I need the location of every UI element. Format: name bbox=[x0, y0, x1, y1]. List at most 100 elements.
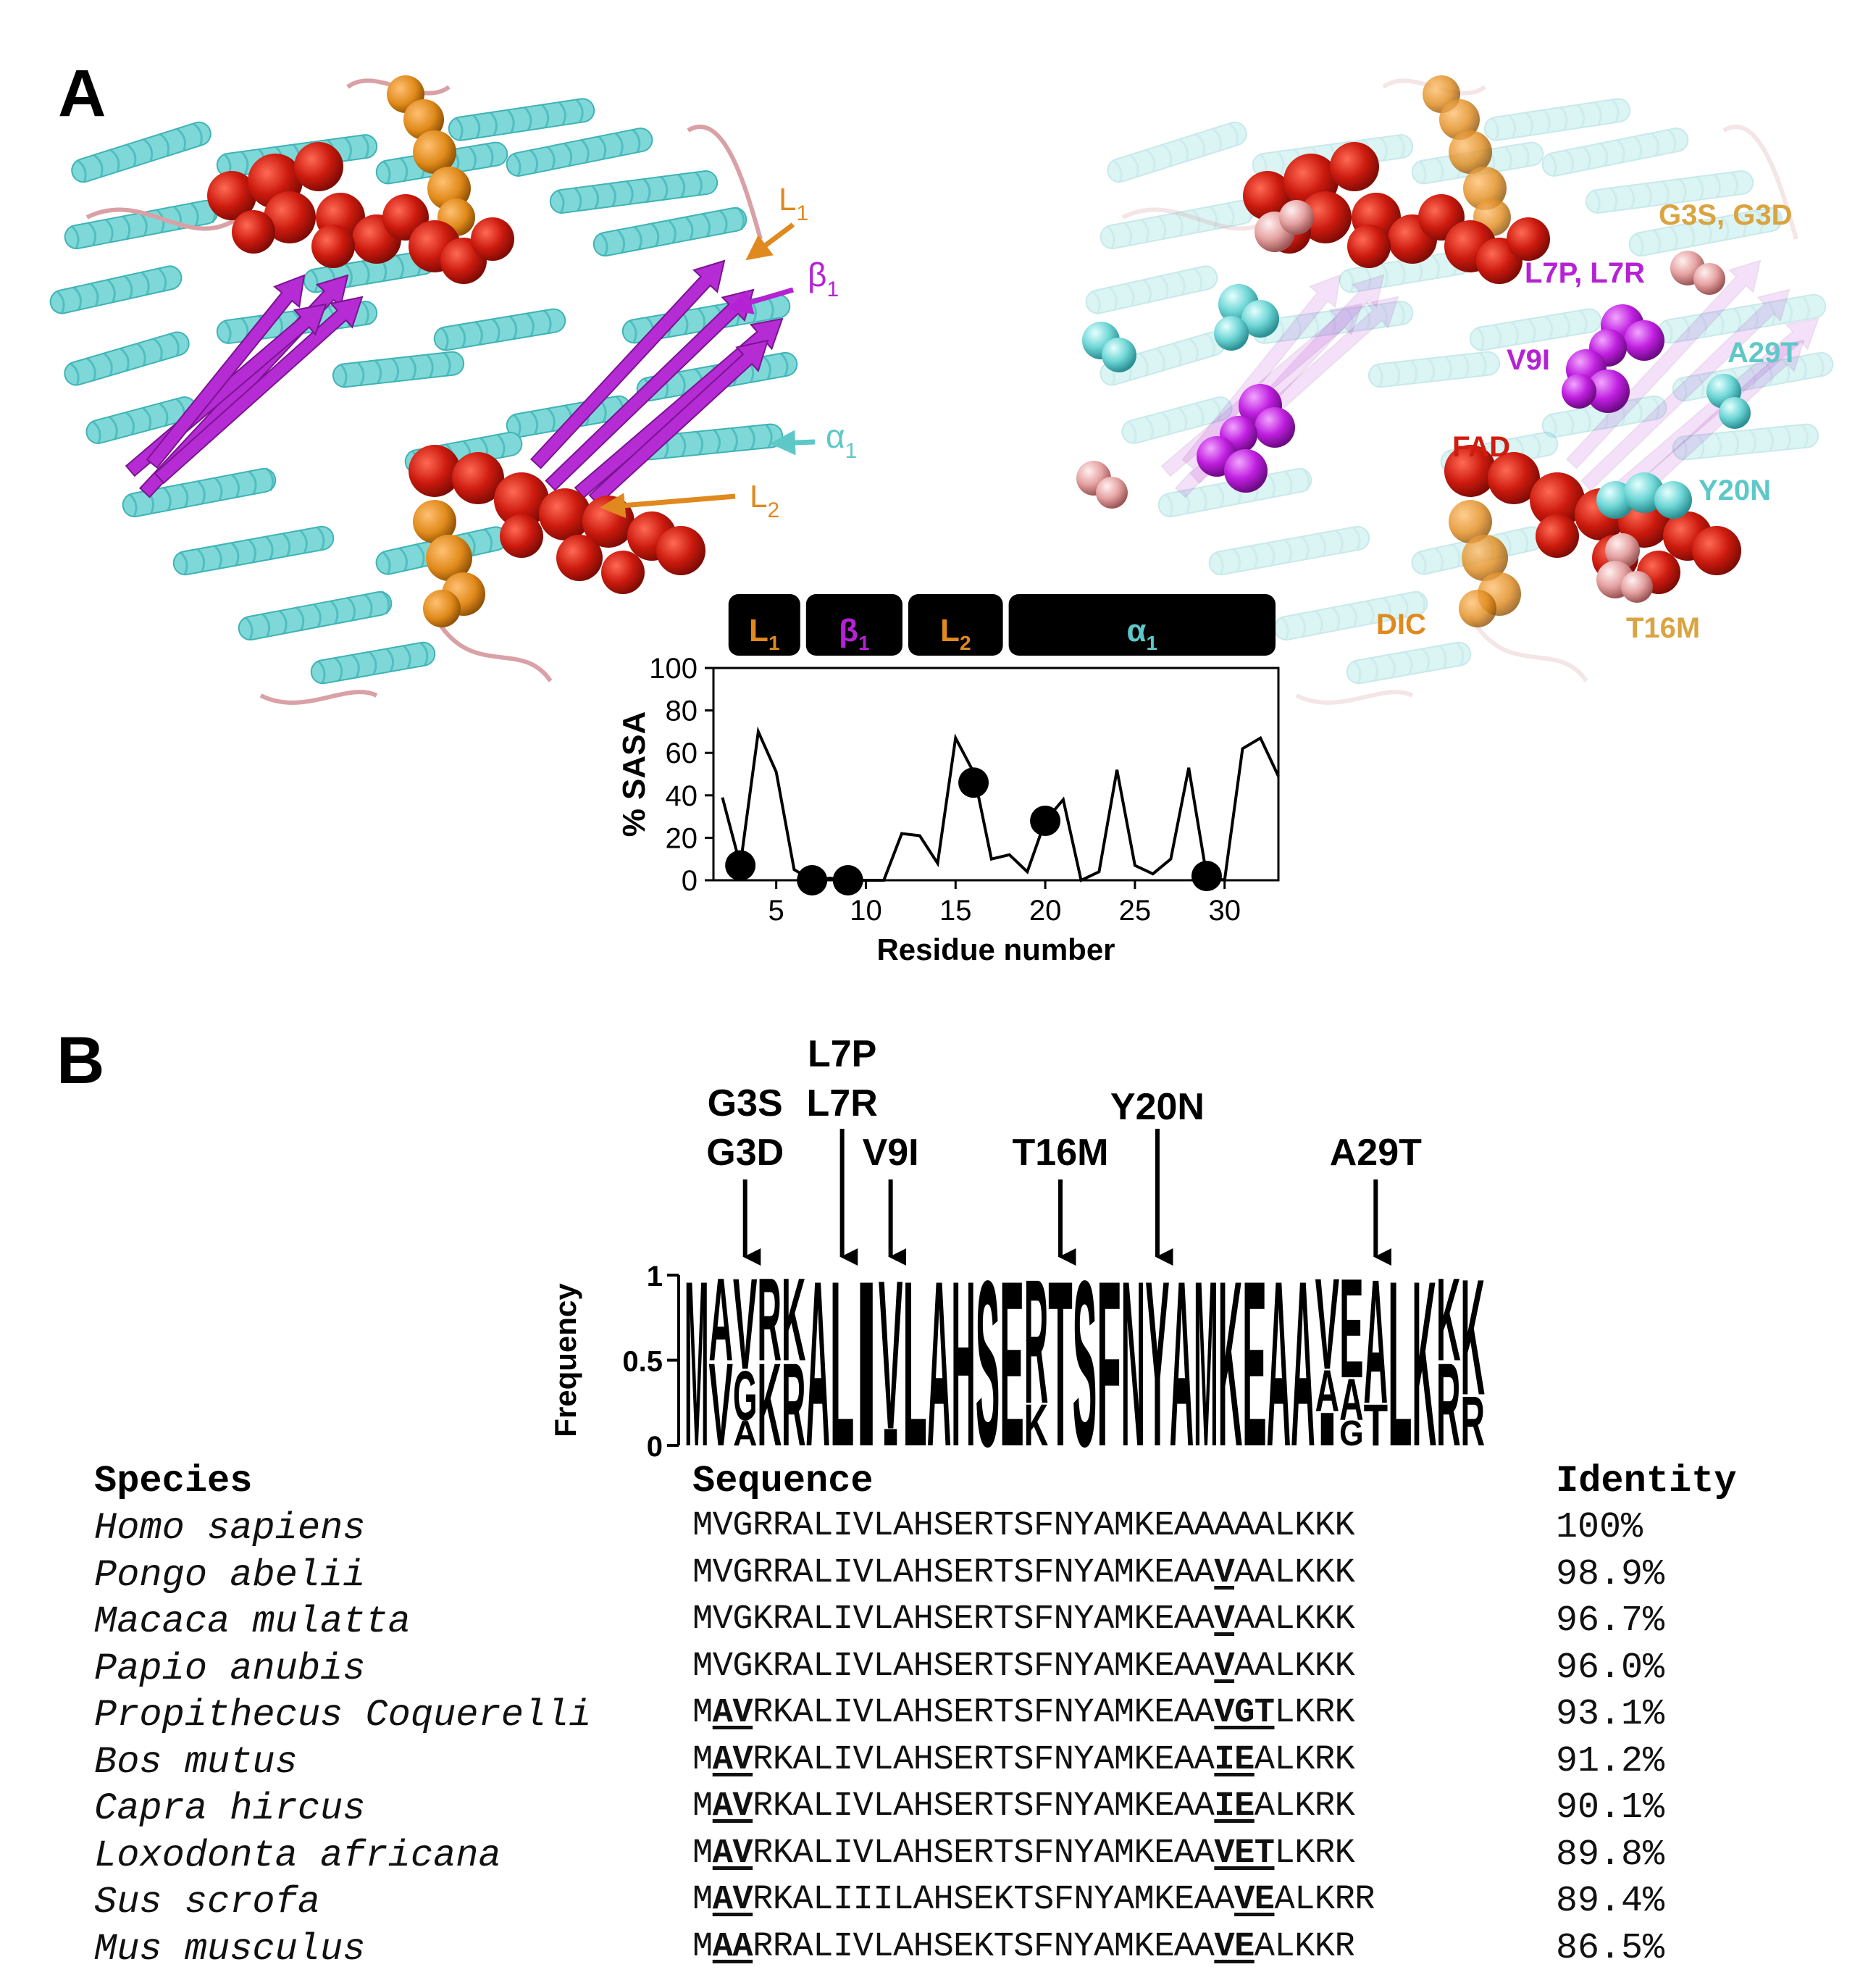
svg-text:R: R bbox=[1024, 1242, 1048, 1440]
helix bbox=[85, 396, 197, 444]
logo-letter: G bbox=[733, 1356, 757, 1434]
helix bbox=[1346, 641, 1472, 685]
fad-atom bbox=[264, 191, 316, 243]
dic-atom bbox=[413, 130, 456, 174]
helix bbox=[448, 98, 595, 141]
loop bbox=[259, 690, 378, 705]
dic-atom bbox=[413, 500, 456, 543]
logo-letter: G bbox=[1339, 1413, 1363, 1453]
logo-ylabel: Frequency bbox=[548, 1283, 582, 1437]
logo-letter: A bbox=[708, 1253, 732, 1385]
loop bbox=[432, 614, 553, 682]
logo-letter: Y bbox=[1145, 1231, 1169, 1495]
label-a29t: A29T bbox=[1727, 337, 1798, 369]
y-tick-label: 80 bbox=[666, 696, 698, 727]
y-tick-label: 0 bbox=[682, 865, 698, 897]
fad-atom bbox=[232, 210, 275, 254]
loop bbox=[1468, 614, 1588, 682]
plot-frame bbox=[712, 667, 1280, 882]
logo-letter: L bbox=[902, 1231, 926, 1495]
fad-atom bbox=[500, 514, 543, 558]
helix bbox=[49, 265, 183, 314]
logo-letter: S bbox=[976, 1231, 1000, 1495]
helix bbox=[1672, 423, 1819, 461]
sasa-line bbox=[721, 726, 1280, 882]
loop bbox=[1722, 124, 1798, 240]
mutation-marker bbox=[958, 767, 989, 798]
fad-atom bbox=[1243, 171, 1292, 220]
label-t16m: T16M bbox=[1626, 612, 1700, 644]
label-g3s-g3d: G3S, G3D bbox=[1659, 199, 1793, 231]
svg-text:V: V bbox=[733, 1253, 757, 1398]
logo-letter: K bbox=[1024, 1392, 1048, 1458]
label-L1: L1 bbox=[779, 182, 808, 225]
beta-strand bbox=[146, 274, 306, 469]
mutation-atom bbox=[1241, 300, 1279, 338]
helix bbox=[1121, 396, 1233, 444]
segment-box bbox=[805, 594, 902, 656]
svg-text:L: L bbox=[902, 1231, 926, 1495]
mutation-atom bbox=[1279, 200, 1314, 235]
mutation-atom bbox=[1562, 374, 1596, 409]
helix bbox=[1628, 206, 1783, 257]
dic-atom bbox=[423, 590, 461, 627]
logo-tick-label: 0 bbox=[647, 1431, 663, 1463]
loop bbox=[1295, 690, 1414, 705]
mutation-atom bbox=[1605, 533, 1640, 568]
logo-letter: E bbox=[1242, 1231, 1266, 1495]
protein-structure-cartoon-left bbox=[49, 75, 798, 705]
left-annotations: L1 β1 α1 L2 bbox=[600, 182, 857, 522]
logo-letter: S bbox=[1073, 1231, 1097, 1495]
svg-text:R: R bbox=[1436, 1339, 1460, 1471]
svg-text:N: N bbox=[1121, 1231, 1145, 1495]
dic-atom bbox=[1449, 130, 1492, 174]
svg-text:K: K bbox=[1461, 1245, 1485, 1430]
label-v9i: V9I bbox=[1507, 344, 1550, 376]
logo-letter: K bbox=[1412, 1231, 1436, 1495]
svg-text:A: A bbox=[733, 1413, 757, 1453]
logo-letter: K bbox=[782, 1253, 805, 1385]
mutation-label: A29T bbox=[1330, 1132, 1422, 1174]
helix bbox=[1483, 98, 1631, 141]
svg-text:R: R bbox=[757, 1253, 781, 1385]
helix bbox=[332, 351, 465, 388]
logo-letter: A bbox=[805, 1231, 829, 1495]
svg-text:K: K bbox=[1412, 1231, 1436, 1495]
beta-strand bbox=[154, 296, 364, 485]
helix bbox=[1100, 199, 1255, 250]
logo-letter: V bbox=[879, 1236, 902, 1474]
fad-atom bbox=[1299, 191, 1352, 243]
svg-text:A: A bbox=[1339, 1366, 1363, 1432]
svg-text:I: I bbox=[1315, 1403, 1339, 1456]
loop bbox=[85, 207, 240, 231]
segment-label: α1 bbox=[1126, 613, 1157, 654]
svg-text:K: K bbox=[1218, 1231, 1242, 1495]
mutation-marker bbox=[1030, 805, 1061, 836]
svg-text:A: A bbox=[805, 1231, 829, 1495]
logo-letter: V bbox=[708, 1339, 732, 1471]
fad-atom bbox=[1347, 225, 1391, 268]
helix bbox=[172, 525, 335, 576]
logo-letter: K bbox=[1218, 1231, 1242, 1495]
fad-atom bbox=[409, 445, 461, 497]
x-tick-label: 15 bbox=[939, 895, 972, 927]
fad-atom bbox=[1330, 142, 1379, 191]
logo-letter: I bbox=[1315, 1403, 1339, 1456]
logo-letter: N bbox=[1121, 1231, 1145, 1495]
helix bbox=[549, 170, 719, 214]
logo-letter: K bbox=[1461, 1245, 1485, 1430]
helix bbox=[1368, 351, 1501, 388]
beta-strand bbox=[529, 259, 726, 469]
helix bbox=[592, 206, 747, 257]
svg-text:G: G bbox=[1339, 1413, 1363, 1453]
mutation-marker bbox=[797, 865, 828, 895]
x-axis-label: Residue number bbox=[876, 932, 1115, 966]
fad-atom bbox=[601, 551, 645, 594]
svg-text:V: V bbox=[879, 1236, 902, 1474]
logo-letter: R bbox=[1024, 1242, 1048, 1440]
label-L2: L2 bbox=[750, 479, 779, 522]
logo-letter: K bbox=[757, 1339, 781, 1471]
